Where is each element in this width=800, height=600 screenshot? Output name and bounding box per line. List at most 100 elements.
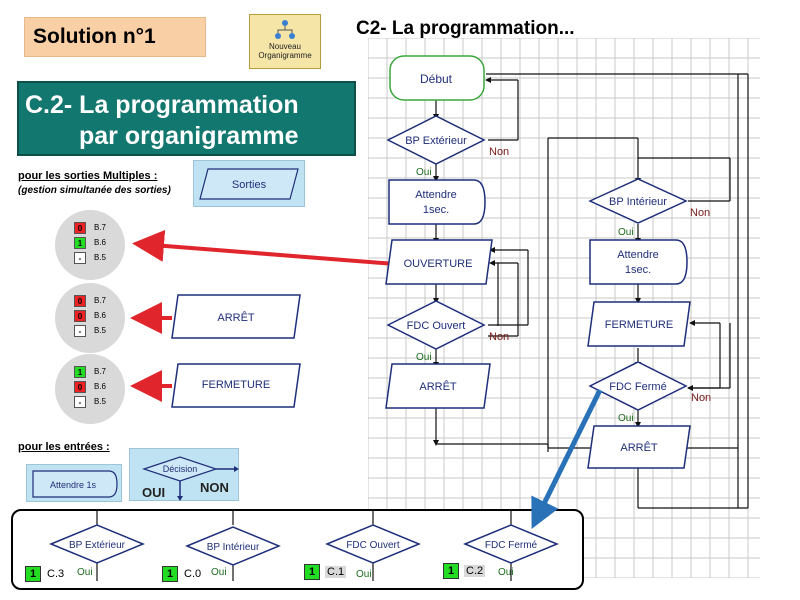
inputs-summary-box: BP Extérieur BP Intérieur FDC Ouvert FDC… bbox=[11, 509, 584, 590]
decision-panel: Décision OUI NON bbox=[129, 448, 239, 501]
bottom-decision-fdc-ferme bbox=[463, 524, 559, 564]
bp-interieur-oui: Oui bbox=[618, 227, 634, 238]
start-node-label: Début bbox=[420, 72, 453, 86]
bp-interieur-oui-bottom: Oui bbox=[211, 567, 227, 578]
indicator-row: 0 B.7 bbox=[74, 222, 120, 235]
bottom-decision-bp-exterieur bbox=[49, 524, 145, 564]
indicator-label: B.7 bbox=[94, 367, 107, 376]
indicator-label: B.5 bbox=[94, 397, 107, 406]
section-title-line2: par organigramme bbox=[79, 122, 299, 150]
decision-bp-exterieur-label: BP Extérieur bbox=[405, 135, 467, 147]
indicator-row: -B.5 bbox=[74, 325, 120, 338]
bp-exterieur-oui: Oui bbox=[416, 167, 432, 178]
indicator-state: 1 bbox=[74, 366, 86, 378]
fdc-ferme-state: 1 bbox=[443, 563, 459, 579]
indicator-state: 1 bbox=[74, 237, 86, 249]
bp-interieur-non: Non bbox=[690, 207, 710, 219]
indicator-state: 0 bbox=[74, 222, 86, 234]
indicator-row: 0 B.7 bbox=[74, 295, 120, 308]
bottom-decision-fdc-ouvert bbox=[325, 524, 421, 564]
sorties-panel: Sorties bbox=[193, 160, 305, 207]
indicator-label: B.5 bbox=[94, 253, 107, 262]
decision-oui: OUI bbox=[142, 485, 165, 500]
inputs-title: pour les entrées : bbox=[18, 441, 110, 453]
fdc-ferme-oui-bottom: Oui bbox=[498, 567, 514, 578]
fdc-ouvert-oui-bottom: Oui bbox=[356, 569, 372, 580]
indicator-label: B.6 bbox=[94, 382, 107, 391]
bp-exterieur-code: C.3 bbox=[47, 568, 65, 580]
section-title-line1: C.2- La programmation bbox=[25, 91, 299, 119]
indicator-state: 0 bbox=[74, 381, 86, 393]
decision-fdc-ferme-label: FDC Fermé bbox=[609, 381, 666, 393]
wait-block-right bbox=[589, 239, 688, 285]
decision-fdc-ouvert-label: FDC Ouvert bbox=[407, 320, 466, 332]
attendre-panel: Attendre 1s bbox=[26, 464, 122, 502]
arret-output-label: ARRÊT bbox=[217, 311, 255, 324]
new-flowchart-button[interactable]: Nouveau Organigramme bbox=[249, 14, 321, 69]
indicator-state: 0 bbox=[74, 295, 86, 307]
decision-block[interactable]: Décision OUI NON bbox=[130, 449, 240, 502]
arret-block-left bbox=[385, 363, 491, 409]
inputs-summary-diagram: BP Extérieur BP Intérieur FDC Ouvert FDC… bbox=[49, 511, 559, 581]
indicator-label: B.7 bbox=[94, 223, 107, 232]
outputs-title: pour les sorties Multiples : bbox=[18, 170, 158, 182]
flowchart: Début BP Extérieur Non Oui Attendre 1sec… bbox=[385, 55, 749, 509]
decision-non: NON bbox=[200, 480, 229, 495]
bp-exterieur-non: Non bbox=[489, 146, 509, 158]
decision-fdc-ouvert bbox=[386, 300, 486, 350]
sorties-label: Sorties bbox=[232, 179, 267, 191]
indicator-row: 1 B.6 bbox=[74, 237, 120, 250]
start-node bbox=[389, 55, 485, 101]
decision-bp-interieur-label: BP Intérieur bbox=[609, 196, 667, 208]
attendre-block[interactable]: Attendre 1s bbox=[27, 465, 123, 503]
fermeture-output-block[interactable]: FERMETURE bbox=[170, 361, 305, 411]
arret-output-block[interactable]: ARRÊT bbox=[170, 292, 305, 342]
bottom-fdc-ouvert-label: FDC Ouvert bbox=[346, 540, 400, 551]
solution-label: Solution n°1 bbox=[24, 17, 206, 57]
indicator-label: B.6 bbox=[94, 311, 107, 320]
decision-bp-interieur bbox=[588, 178, 688, 224]
fdc-ferme-code: C.2 bbox=[464, 565, 486, 577]
section-title: C.2- La programmation par organigramme bbox=[17, 81, 356, 156]
fermeture-block bbox=[587, 301, 691, 347]
outputs-subtitle: (gestion simultanée des sorties) bbox=[18, 185, 171, 196]
page-heading: C2- La programmation... bbox=[356, 18, 575, 39]
wait-block-left bbox=[388, 179, 486, 225]
fdc-ouvert-non: Non bbox=[489, 331, 509, 343]
fdc-ferme-oui: Oui bbox=[618, 413, 634, 424]
new-flowchart-label-2: Organigramme bbox=[258, 51, 312, 60]
bottom-fdc-ferme-label: FDC Fermé bbox=[485, 540, 538, 551]
fermeture-label: FERMETURE bbox=[605, 319, 673, 331]
indicator-label: B.7 bbox=[94, 296, 107, 305]
ouverture-block bbox=[385, 239, 493, 285]
indicator-row: -B.5 bbox=[74, 252, 120, 265]
indicator-row: -B.5 bbox=[74, 396, 120, 409]
attendre-label: Attendre 1s bbox=[50, 480, 97, 490]
indicator-state: - bbox=[74, 252, 86, 264]
indicator-row: 1 B.7 bbox=[74, 366, 120, 379]
wait-block-right-line1: Attendre bbox=[617, 249, 659, 261]
arret-block-left-label: ARRÊT bbox=[419, 380, 457, 393]
bp-exterieur-state: 1 bbox=[25, 566, 41, 582]
fdc-ouvert-oui: Oui bbox=[416, 352, 432, 363]
indicator-row: 0 B.6 bbox=[74, 310, 120, 323]
fdc-ouvert-code: C.1 bbox=[325, 566, 347, 578]
red-arrow-ouverture bbox=[132, 229, 396, 266]
wait-block-left-line2: 1sec. bbox=[423, 204, 449, 216]
decision-fdc-ferme bbox=[588, 361, 688, 411]
indicator-state: 0 bbox=[74, 310, 86, 322]
decision-label: Décision bbox=[163, 464, 198, 474]
bp-interieur-code: C.0 bbox=[184, 568, 202, 580]
fermeture-output-label: FERMETURE bbox=[202, 379, 270, 391]
sorties-block[interactable]: Sorties bbox=[194, 161, 306, 208]
decision-bp-exterieur bbox=[386, 115, 486, 165]
wait-block-left-line1: Attendre bbox=[415, 189, 457, 201]
indicator-label: B.6 bbox=[94, 238, 107, 247]
wait-block-right-line2: 1sec. bbox=[625, 264, 651, 276]
ouverture-label: OUVERTURE bbox=[404, 258, 473, 270]
bottom-bp-exterieur-label: BP Extérieur bbox=[69, 540, 126, 551]
indicator-state: - bbox=[74, 396, 86, 408]
